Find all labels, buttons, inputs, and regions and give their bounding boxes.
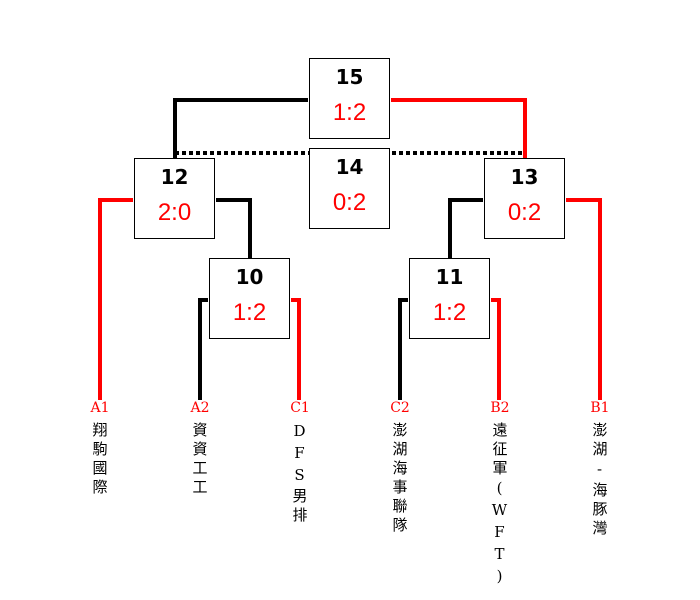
- team-name: 澎湖-海豚灣: [590, 422, 609, 539]
- match-number: 14: [335, 155, 364, 179]
- team-name: 遠征軍(WFT): [490, 422, 509, 589]
- line-15-left: [173, 98, 308, 158]
- match-score: 1:2: [232, 299, 267, 326]
- match-number: 15: [335, 65, 364, 89]
- match-score: 0:2: [507, 199, 542, 226]
- match-score: 1:2: [432, 299, 467, 326]
- line-13-right: [566, 198, 602, 400]
- team-seed: A1: [90, 400, 110, 416]
- team-name: 翔駒國際: [90, 422, 109, 498]
- line-13-left: [448, 198, 483, 258]
- match-number: 10: [235, 265, 264, 289]
- team-seed: C2: [390, 400, 410, 416]
- team-seed: B1: [590, 400, 610, 416]
- team-b1: B1 澎湖-海豚灣: [588, 400, 612, 539]
- line-12-right: [216, 198, 252, 258]
- match-score: 0:2: [332, 189, 367, 216]
- line-10-right: [291, 298, 301, 400]
- team-a1: A1 翔駒國際: [88, 400, 112, 498]
- team-name: DFS男排: [290, 422, 309, 526]
- line-15-right: [391, 98, 527, 158]
- team-c2: C2 澎湖海事聯隊: [388, 400, 412, 536]
- match-score: 1:2: [332, 99, 367, 126]
- team-b2: B2 遠征軍(WFT): [488, 400, 512, 589]
- match-number: 12: [160, 165, 189, 189]
- team-name: 資資工工: [190, 422, 209, 498]
- team-seed: C1: [290, 400, 310, 416]
- line-10-left: [198, 298, 208, 400]
- line-11-right: [491, 298, 501, 400]
- line-11-left: [398, 298, 408, 400]
- line-12-left: [98, 198, 133, 400]
- team-seed: B2: [490, 400, 510, 416]
- match-number: 11: [435, 265, 464, 289]
- match-number: 13: [510, 165, 539, 189]
- match-score: 2:0: [157, 199, 192, 226]
- team-name: 澎湖海事聯隊: [390, 422, 409, 536]
- team-seed: A2: [190, 400, 210, 416]
- team-a2: A2 資資工工: [188, 400, 212, 498]
